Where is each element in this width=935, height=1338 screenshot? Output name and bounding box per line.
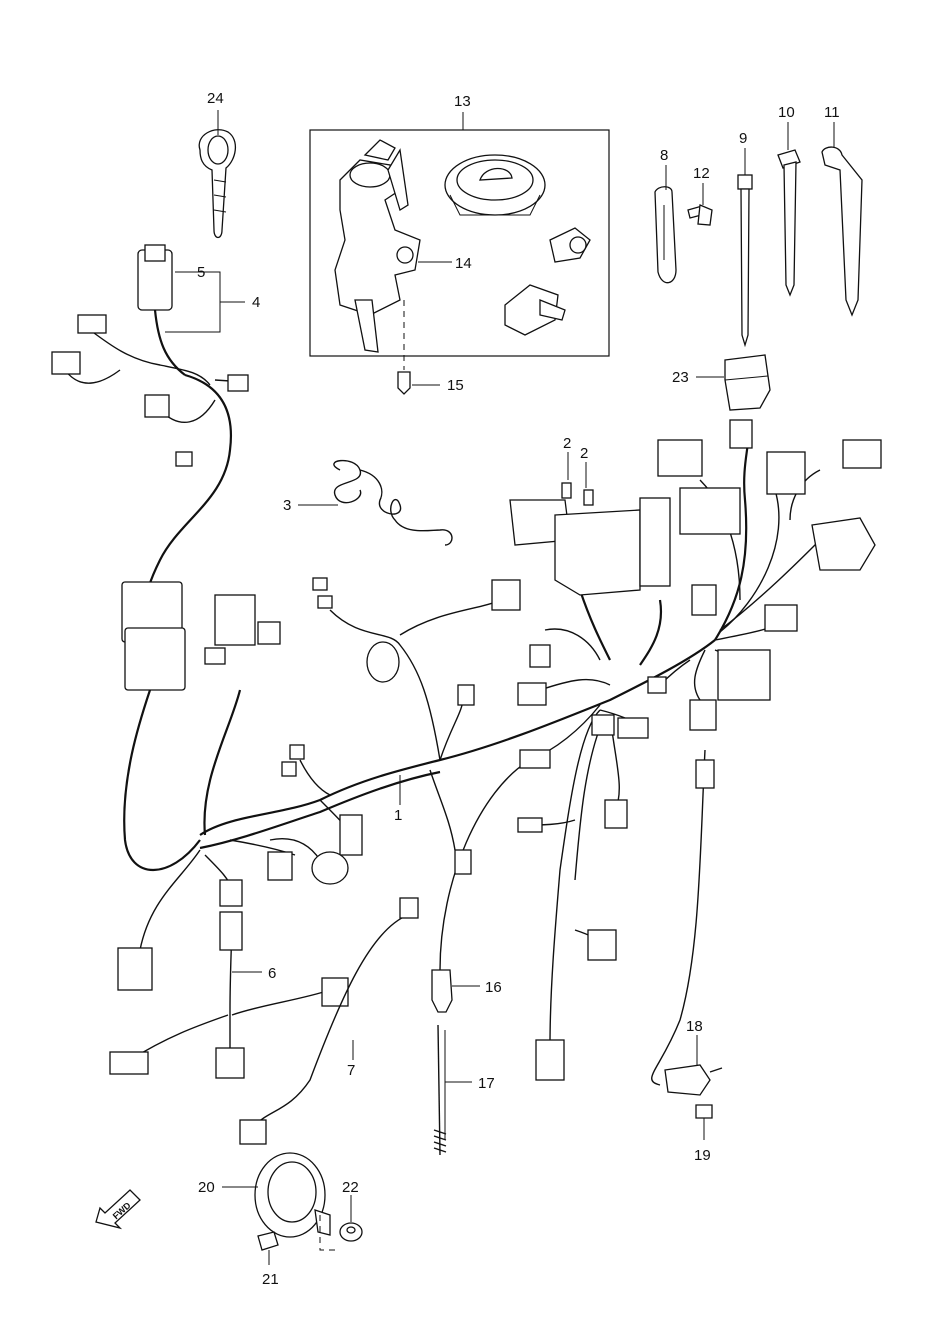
callout-3: 3	[283, 497, 291, 514]
part-14-ignition-switch	[334, 139, 421, 353]
callout-14: 14	[455, 255, 472, 272]
leader-4-5	[165, 271, 245, 333]
leader-17	[444, 1030, 472, 1140]
part-10-cable-tie	[777, 149, 801, 297]
part-9-cable-tie	[737, 174, 753, 348]
callout-10: 10	[778, 104, 795, 121]
callout-12: 12	[693, 165, 710, 182]
callout-20: 20	[198, 1179, 215, 1196]
callout-6: 6	[268, 965, 276, 982]
seat-lock	[504, 284, 566, 336]
callout-21: 21	[262, 1271, 279, 1288]
lock-cylinder	[549, 227, 591, 263]
part-12-bolt	[687, 204, 713, 226]
callout-22: 22	[342, 1179, 359, 1196]
callout-23: 23	[672, 369, 689, 386]
callout-5: 5	[197, 264, 205, 281]
part-18-switch	[664, 1064, 723, 1096]
part-15-screw	[397, 371, 411, 395]
callout-18: 18	[686, 1018, 703, 1035]
part-23-relay	[724, 354, 771, 411]
part-13-lock-set-box	[309, 129, 610, 357]
part-17-rod	[433, 1024, 447, 1156]
part-8-clamp	[654, 186, 677, 284]
callout-16: 16	[485, 979, 502, 996]
callout-2b: 2	[580, 445, 588, 462]
part-11-cable-tie	[821, 146, 863, 317]
callout-4: 4	[252, 294, 260, 311]
callout-11: 11	[824, 104, 840, 121]
part-19-bolt	[695, 1104, 713, 1119]
part-4-sub-harness	[51, 244, 249, 691]
part-6-sub-harness	[109, 911, 349, 1079]
part-3-spring	[333, 459, 453, 546]
part-20-horn	[254, 1152, 331, 1238]
part-21-bolt	[257, 1231, 279, 1251]
callout-13: 13	[454, 93, 471, 110]
callout-2a: 2	[563, 435, 571, 452]
part-22-nut	[339, 1222, 363, 1242]
callout-15: 15	[447, 377, 464, 394]
fuel-cap	[444, 154, 546, 216]
part-1-main-harness	[117, 419, 882, 1086]
callout-24: 24	[207, 90, 224, 107]
callout-1: 1	[394, 807, 402, 824]
fwd-arrow: FWD	[95, 1189, 141, 1230]
callout-9: 9	[739, 130, 747, 147]
part-24-key	[198, 129, 236, 239]
callout-17: 17	[478, 1075, 495, 1092]
part-16-switch	[431, 969, 453, 1013]
part-2-fuses	[561, 482, 594, 506]
dashed-link-20-22	[319, 1215, 340, 1251]
callout-8: 8	[660, 147, 668, 164]
callout-19: 19	[694, 1147, 711, 1164]
part-7-lead-wire	[239, 897, 419, 1145]
callout-7: 7	[347, 1062, 355, 1079]
